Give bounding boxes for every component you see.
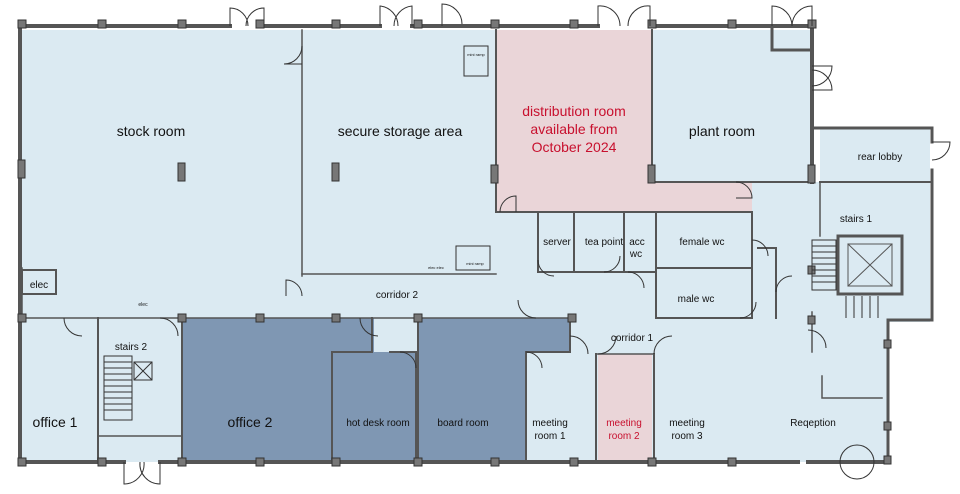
corridor-1-label: corridor 1 <box>611 333 654 344</box>
plant-room-label: plant room <box>689 123 755 139</box>
reception-label: Reqeption <box>790 418 836 429</box>
door-top-4b <box>627 5 651 27</box>
board-room-label: board room <box>437 418 488 429</box>
columns <box>17 19 892 467</box>
door-female-wc <box>751 239 769 257</box>
door-office2 <box>359 317 379 337</box>
meeting-room-2-label-2: room 2 <box>608 431 640 442</box>
door-meeting2 <box>597 335 617 355</box>
door-top-1b <box>245 7 265 27</box>
reception-east-area <box>812 320 888 462</box>
door-stairs2 <box>159 317 179 337</box>
server-label: server <box>543 237 571 248</box>
door-secure-1 <box>283 45 303 65</box>
corridor-2-area[interactable] <box>22 212 752 320</box>
door-top-1 <box>229 7 249 27</box>
hot-desk-room-label: hot desk room <box>346 418 409 429</box>
door-bottom-1b <box>139 461 161 485</box>
male-wc-label: male wc <box>678 294 715 305</box>
door-acc <box>627 271 645 289</box>
stairs-1-label: stairs 1 <box>840 214 873 225</box>
door-top-5 <box>771 5 793 27</box>
door-server <box>537 259 555 277</box>
door-meeting3 <box>653 335 673 355</box>
door-boardroom <box>525 351 543 369</box>
door-top-2 <box>379 5 399 27</box>
walls <box>18 24 934 464</box>
doors <box>63 3 951 485</box>
ramp-label-1: mini ramp <box>467 52 485 57</box>
distribution-room-area[interactable] <box>496 30 652 212</box>
door-male-wc <box>739 301 757 319</box>
stairs-2-label: stairs 2 <box>115 342 148 353</box>
door-top-4 <box>597 5 621 27</box>
hot-desk-room-area[interactable] <box>332 352 416 462</box>
door-rear-lobby <box>931 141 951 161</box>
door-secure-2 <box>285 279 303 297</box>
door-top-3 <box>441 3 463 26</box>
office-2-label: office 2 <box>228 414 273 430</box>
meeting-room-1-label-2: room 1 <box>534 431 566 442</box>
door-office1 <box>63 317 83 337</box>
door-plant <box>735 181 753 199</box>
acc-wc-label-2: wc <box>629 249 642 260</box>
door-reception-1 <box>807 329 827 349</box>
door-tea <box>603 255 621 273</box>
plant-room-area[interactable] <box>652 30 812 182</box>
tea-point-label: tea point <box>585 237 624 248</box>
distribution-label-1: distribution room <box>522 103 626 119</box>
door-corr1-2 <box>569 335 589 355</box>
meeting-room-2-label-1: meeting <box>606 418 642 429</box>
door-stairs1 <box>775 275 793 293</box>
meeting-room-3-label-1: meeting <box>669 418 705 429</box>
ramp-label-2: mini ramp <box>466 261 484 266</box>
door-right-2 <box>811 69 833 91</box>
board-room-area[interactable] <box>418 318 526 462</box>
door-reception-rev <box>839 444 875 480</box>
stairs-treads <box>103 45 879 421</box>
stock-room-label: stock room <box>117 123 185 139</box>
acc-wc-label-1: acc <box>629 237 645 248</box>
elec-tiny-label: elec elec <box>428 265 444 270</box>
meeting-room-2-area[interactable] <box>598 354 652 462</box>
rear-lobby-label: rear lobby <box>858 152 902 163</box>
distribution-room-lower <box>496 182 752 212</box>
rear-lobby-area[interactable] <box>820 128 930 182</box>
door-right-1 <box>811 65 833 87</box>
office-1-label: office 1 <box>33 414 78 430</box>
east-core-area <box>752 182 930 322</box>
corridor-2-label: corridor 2 <box>376 290 419 301</box>
room-labels: stock room secure storage area distribut… <box>30 52 902 442</box>
board-room-annex <box>520 318 570 352</box>
distribution-label-2: available from <box>530 121 617 137</box>
meeting-room-3-label-2: room 3 <box>671 431 703 442</box>
meeting-room-1-label-1: meeting <box>532 418 568 429</box>
distribution-label-3: October 2024 <box>532 139 617 155</box>
door-corr1-1 <box>517 299 537 319</box>
elec-label: elec <box>30 280 48 291</box>
door-distribution <box>499 195 517 213</box>
elec-small-label: elec <box>138 302 148 308</box>
door-top-2b <box>393 5 413 27</box>
secure-storage-label: secure storage area <box>338 123 463 139</box>
door-hotdesk <box>399 351 417 369</box>
female-wc-label: female wc <box>679 237 724 248</box>
door-top-5b <box>791 5 813 27</box>
door-bottom-1 <box>123 461 145 485</box>
